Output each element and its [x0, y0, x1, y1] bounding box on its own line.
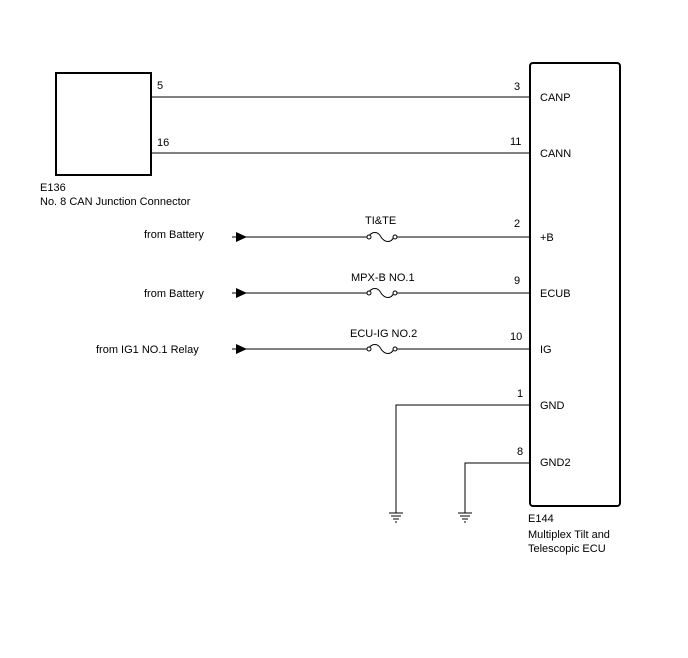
fuse-label-tite: TI&TE: [365, 215, 396, 227]
ground-icon: [458, 512, 472, 523]
ecu-pin-8: 8: [517, 446, 523, 458]
source-ig1-relay: from IG1 NO.1 Relay: [96, 344, 199, 356]
ecu-terminal-canp: CANP: [540, 92, 571, 104]
fuse-terminal-icon: [366, 290, 372, 296]
ecu-pin-2: 2: [514, 218, 520, 230]
ecu-terminal-plus-b: +B: [540, 232, 554, 244]
arrow-icon: [236, 232, 247, 242]
source-battery-1: from Battery: [144, 229, 204, 241]
ecu-pin-3: 3: [514, 81, 520, 93]
fuse-terminal-icon: [392, 290, 398, 296]
e136-name: No. 8 CAN Junction Connector: [40, 196, 191, 208]
ecu-terminal-ig: IG: [540, 344, 552, 356]
e136-pin-5: 5: [157, 80, 163, 92]
arrow-icon: [236, 288, 247, 298]
e144-name-line2: Telescopic ECU: [528, 543, 606, 555]
fuse-label-ecuig: ECU-IG NO.2: [350, 328, 417, 340]
fuse-icon: [367, 344, 395, 354]
e144-name-line1: Multiplex Tilt and: [528, 529, 610, 541]
ecu-pin-11: 11: [510, 136, 521, 148]
e136-pin-16: 16: [157, 137, 169, 149]
fuse-terminal-icon: [392, 346, 398, 352]
ground-icon: [389, 512, 403, 523]
gnd-wire: [395, 404, 530, 513]
can-junction-connector-box: [55, 72, 152, 176]
fuse-label-mpxb: MPX-B NO.1: [351, 272, 415, 284]
fuse-icon: [367, 232, 395, 242]
ecu-pin-10: 10: [510, 331, 522, 343]
gnd2-wire: [464, 462, 530, 513]
ecu-terminal-cann: CANN: [540, 148, 571, 160]
ecu-terminal-gnd2: GND2: [540, 457, 571, 469]
source-battery-2: from Battery: [144, 288, 204, 300]
fuse-icon: [367, 288, 395, 298]
e136-code: E136: [40, 182, 66, 194]
arrow-icon: [236, 344, 247, 354]
fuse-terminal-icon: [366, 346, 372, 352]
ecu-box: [529, 62, 621, 507]
ecu-pin-1: 1: [517, 388, 523, 400]
e144-code: E144: [528, 513, 554, 525]
ecu-pin-9: 9: [514, 275, 520, 287]
fuse-terminal-icon: [366, 234, 372, 240]
ecu-terminal-ecub: ECUB: [540, 288, 571, 300]
fuse-terminal-icon: [392, 234, 398, 240]
ecu-terminal-gnd: GND: [540, 400, 565, 412]
